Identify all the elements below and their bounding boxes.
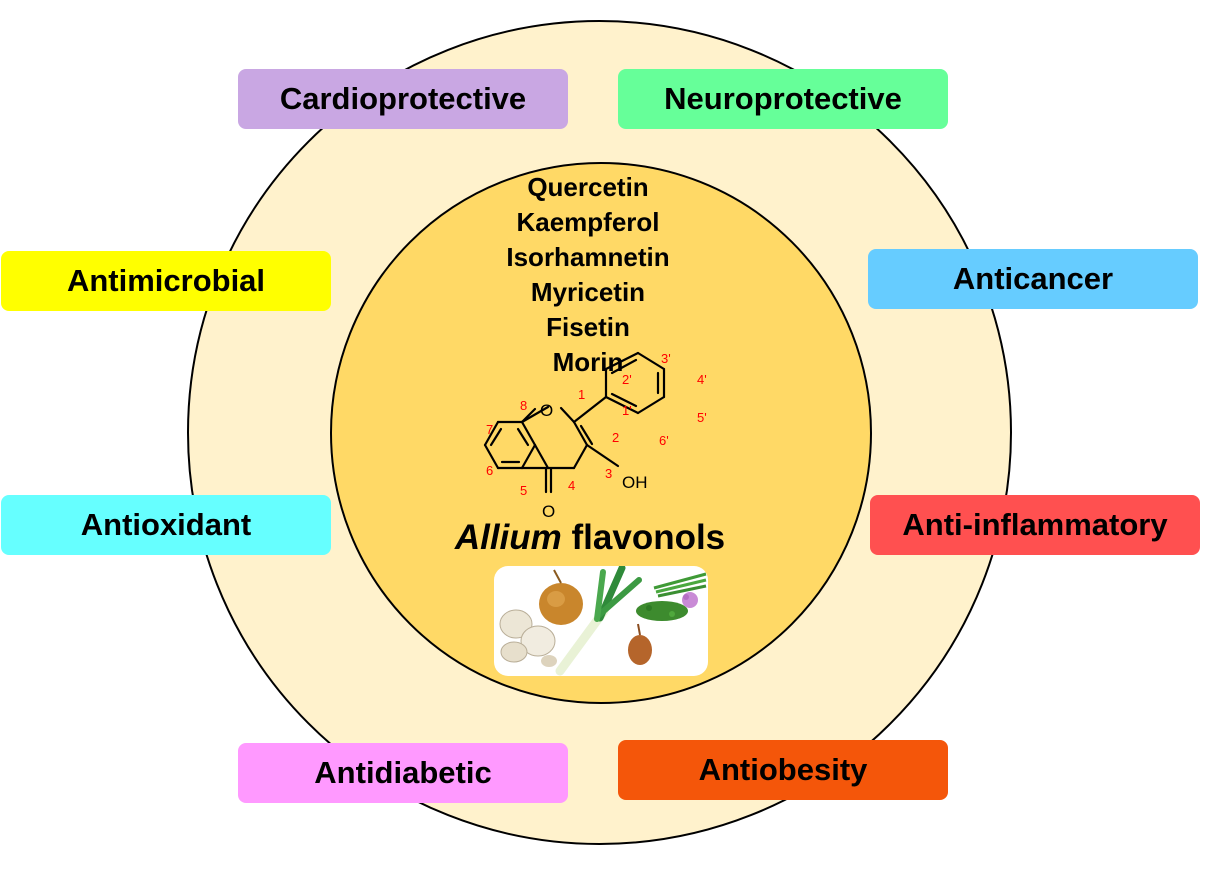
neuroprotective-box: Neuroprotective [618, 69, 948, 129]
anti-inflammatory-box: Anti-inflammatory [870, 495, 1200, 555]
hydroxyl-label: OH [622, 473, 648, 492]
compound-item: Isorhamnetin [506, 242, 670, 272]
compound-item: Kaempferol [516, 207, 660, 237]
caption-rest: flavonols [561, 518, 726, 557]
atom-number: 6' [659, 433, 669, 448]
allium-vegetables-photo [494, 566, 708, 676]
atom-number: 2 [612, 430, 619, 445]
atom-number: 6 [486, 463, 493, 478]
atom-number: 5 [520, 483, 527, 498]
compound-item: Myricetin [530, 277, 646, 307]
atom-number: 4 [568, 478, 575, 493]
ring-oxygen-label: O [540, 401, 553, 420]
antiobesity-box: Antiobesity [618, 740, 948, 800]
caption-italic-part: Allium [454, 518, 562, 557]
antimicrobial-box: Antimicrobial [1, 251, 331, 311]
anticancer-box: Anticancer [868, 249, 1198, 309]
atom-number: 4' [697, 372, 707, 387]
compound-list: Quercetin Kaempferol Isorhamnetin Myrice… [460, 170, 716, 380]
allium-flavonols-caption: Allium flavonols [400, 518, 780, 558]
cardioprotective-box: Cardioprotective [238, 69, 568, 129]
atom-number: 8 [520, 398, 527, 413]
allium-vegetables-icon [499, 566, 707, 676]
atom-number: 1' [622, 403, 632, 418]
flavonol-structure-diagram: O O OH 1 2 3 4 5 6 7 8 1' 2' 3' 4' 5' 6' [483, 351, 707, 521]
atom-number: 7 [486, 422, 493, 437]
carbonyl-oxygen-label: O [542, 502, 555, 521]
atom-number: 5' [697, 410, 707, 425]
antioxidant-box: Antioxidant [1, 495, 331, 555]
atom-number: 2' [622, 372, 632, 387]
compound-item: Quercetin [527, 172, 649, 202]
compound-item: Fisetin [546, 312, 630, 342]
atom-number: 1 [578, 387, 585, 402]
antidiabetic-box: Antidiabetic [238, 743, 568, 803]
atom-number: 3' [661, 351, 671, 366]
atom-number: 3 [605, 466, 612, 481]
